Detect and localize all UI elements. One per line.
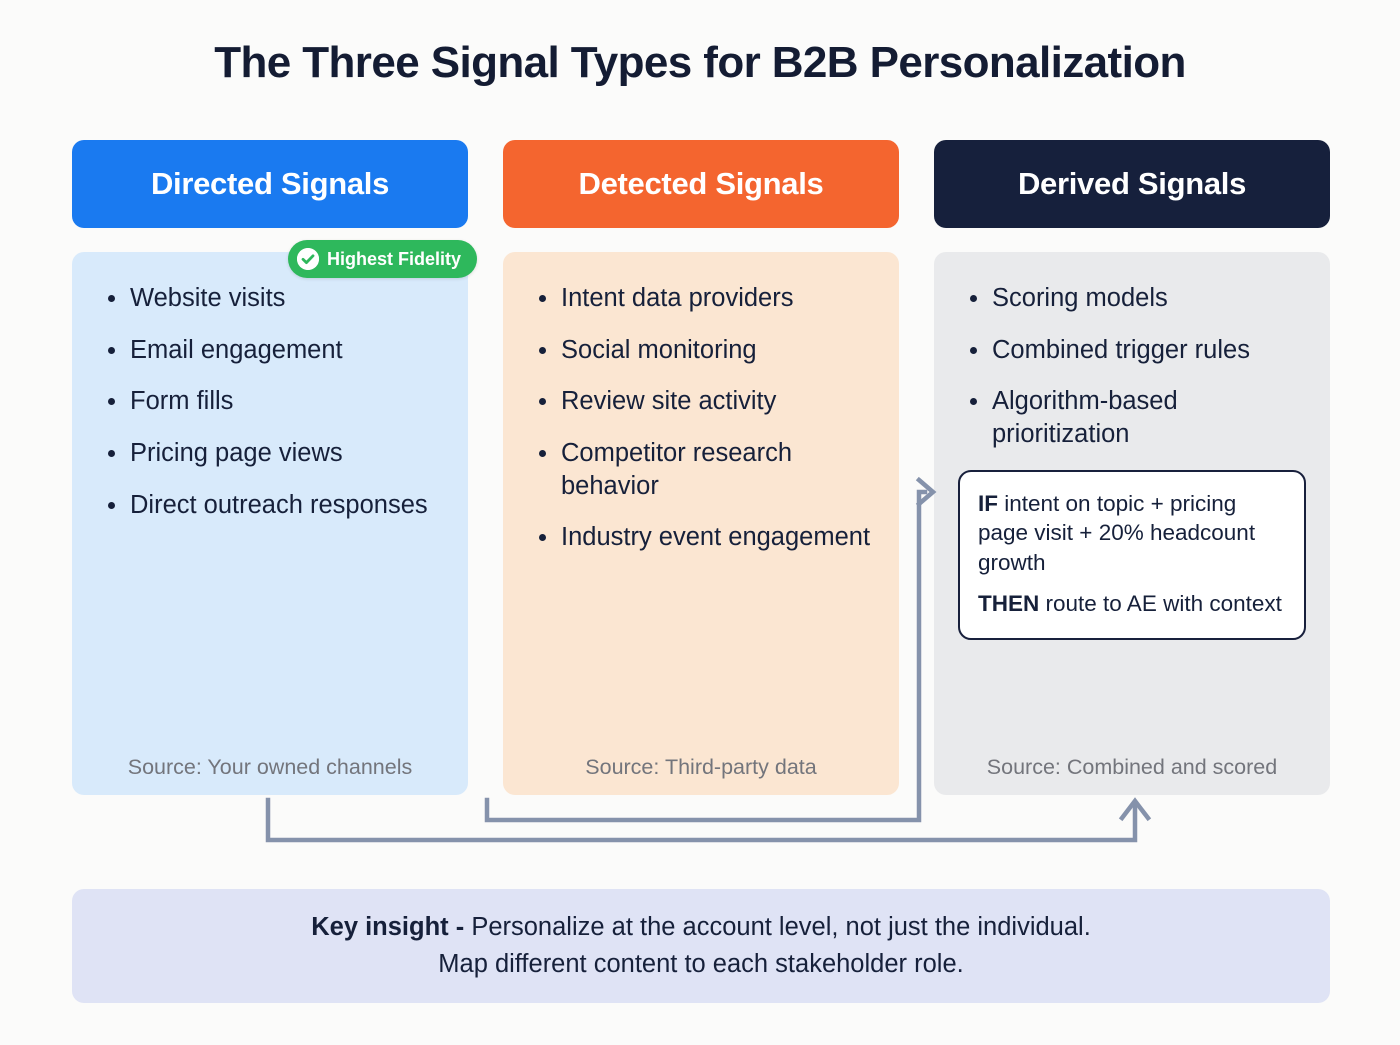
arrowhead-up-derived bbox=[1118, 797, 1152, 822]
key-insight-text-1: Personalize at the account level, not ju… bbox=[464, 913, 1091, 942]
column-body-detected: Intent data providers Social monitoring … bbox=[503, 252, 899, 795]
list-item: Review site activity bbox=[527, 385, 875, 418]
key-insight-line-2: Map different content to each stakeholde… bbox=[438, 950, 964, 978]
page-title: The Three Signal Types for B2B Personali… bbox=[214, 38, 1186, 87]
source-caption-derived: Source: Combined and scored bbox=[986, 755, 1278, 779]
bullet-list-derived: Scoring models Combined trigger rules Al… bbox=[958, 282, 1306, 451]
rule-then-text: route to AE with context bbox=[1039, 591, 1282, 617]
source-caption-detected: Source: Third-party data bbox=[585, 755, 817, 779]
key-insight-line-1: Key insight - Personalize at the account… bbox=[311, 909, 1091, 946]
column-header-derived: Derived Signals bbox=[934, 140, 1330, 228]
list-item: Website visits bbox=[96, 282, 444, 315]
signal-columns: Directed Signals Highest Fidelity Websit… bbox=[72, 140, 1330, 795]
rule-then-keyword: THEN bbox=[978, 591, 1040, 617]
rule-then-line: THEN route to AE with context bbox=[978, 589, 1286, 619]
list-item: Form fills bbox=[96, 385, 444, 418]
rule-if-keyword: IF bbox=[978, 490, 998, 516]
source-caption-directed: Source: Your owned channels bbox=[127, 755, 413, 779]
bullet-list-detected: Intent data providers Social monitoring … bbox=[527, 282, 875, 554]
list-item: Competitor research behavior bbox=[527, 437, 875, 502]
bullet-list-directed: Website visits Email engagement Form fil… bbox=[96, 282, 444, 521]
column-header-directed: Directed Signals bbox=[72, 140, 468, 228]
list-item: Scoring models bbox=[958, 282, 1306, 315]
connector-directed-to-derived bbox=[265, 797, 1138, 843]
column-body-derived: Scoring models Combined trigger rules Al… bbox=[934, 252, 1330, 795]
list-item: Email engagement bbox=[96, 334, 444, 367]
column-derived-signals: Derived Signals Scoring models Combined … bbox=[934, 140, 1330, 795]
list-item: Direct outreach responses bbox=[96, 489, 444, 522]
column-body-directed: Website visits Email engagement Form fil… bbox=[72, 252, 468, 795]
rule-if-line: IF intent on topic + pricing page visit … bbox=[978, 489, 1286, 579]
list-item: Intent data providers bbox=[527, 282, 875, 315]
badge-label: Highest Fidelity bbox=[326, 248, 461, 269]
list-item: Combined trigger rules bbox=[958, 334, 1306, 367]
list-item: Algorithm-based prioritization bbox=[958, 385, 1306, 450]
list-item: Industry event engagement bbox=[527, 521, 875, 554]
key-insight-banner: Key insight - Personalize at the account… bbox=[72, 889, 1330, 1003]
key-insight-label: Key insight - bbox=[311, 913, 465, 942]
column-header-detected: Detected Signals bbox=[503, 140, 899, 228]
list-item: Social monitoring bbox=[527, 334, 875, 367]
column-directed-signals: Directed Signals Highest Fidelity Websit… bbox=[72, 140, 477, 795]
check-circle-icon bbox=[296, 248, 319, 270]
if-then-rule-box: IF intent on topic + pricing page visit … bbox=[958, 469, 1306, 641]
highest-fidelity-badge: Highest Fidelity bbox=[287, 240, 477, 278]
rule-if-text: intent on topic + pricing page visit + 2… bbox=[978, 490, 1256, 576]
list-item: Pricing page views bbox=[96, 437, 444, 470]
source-captions: Source: Your owned channels Source: Thir… bbox=[72, 755, 1330, 780]
column-detected-signals: Detected Signals Intent data providers S… bbox=[503, 140, 899, 795]
